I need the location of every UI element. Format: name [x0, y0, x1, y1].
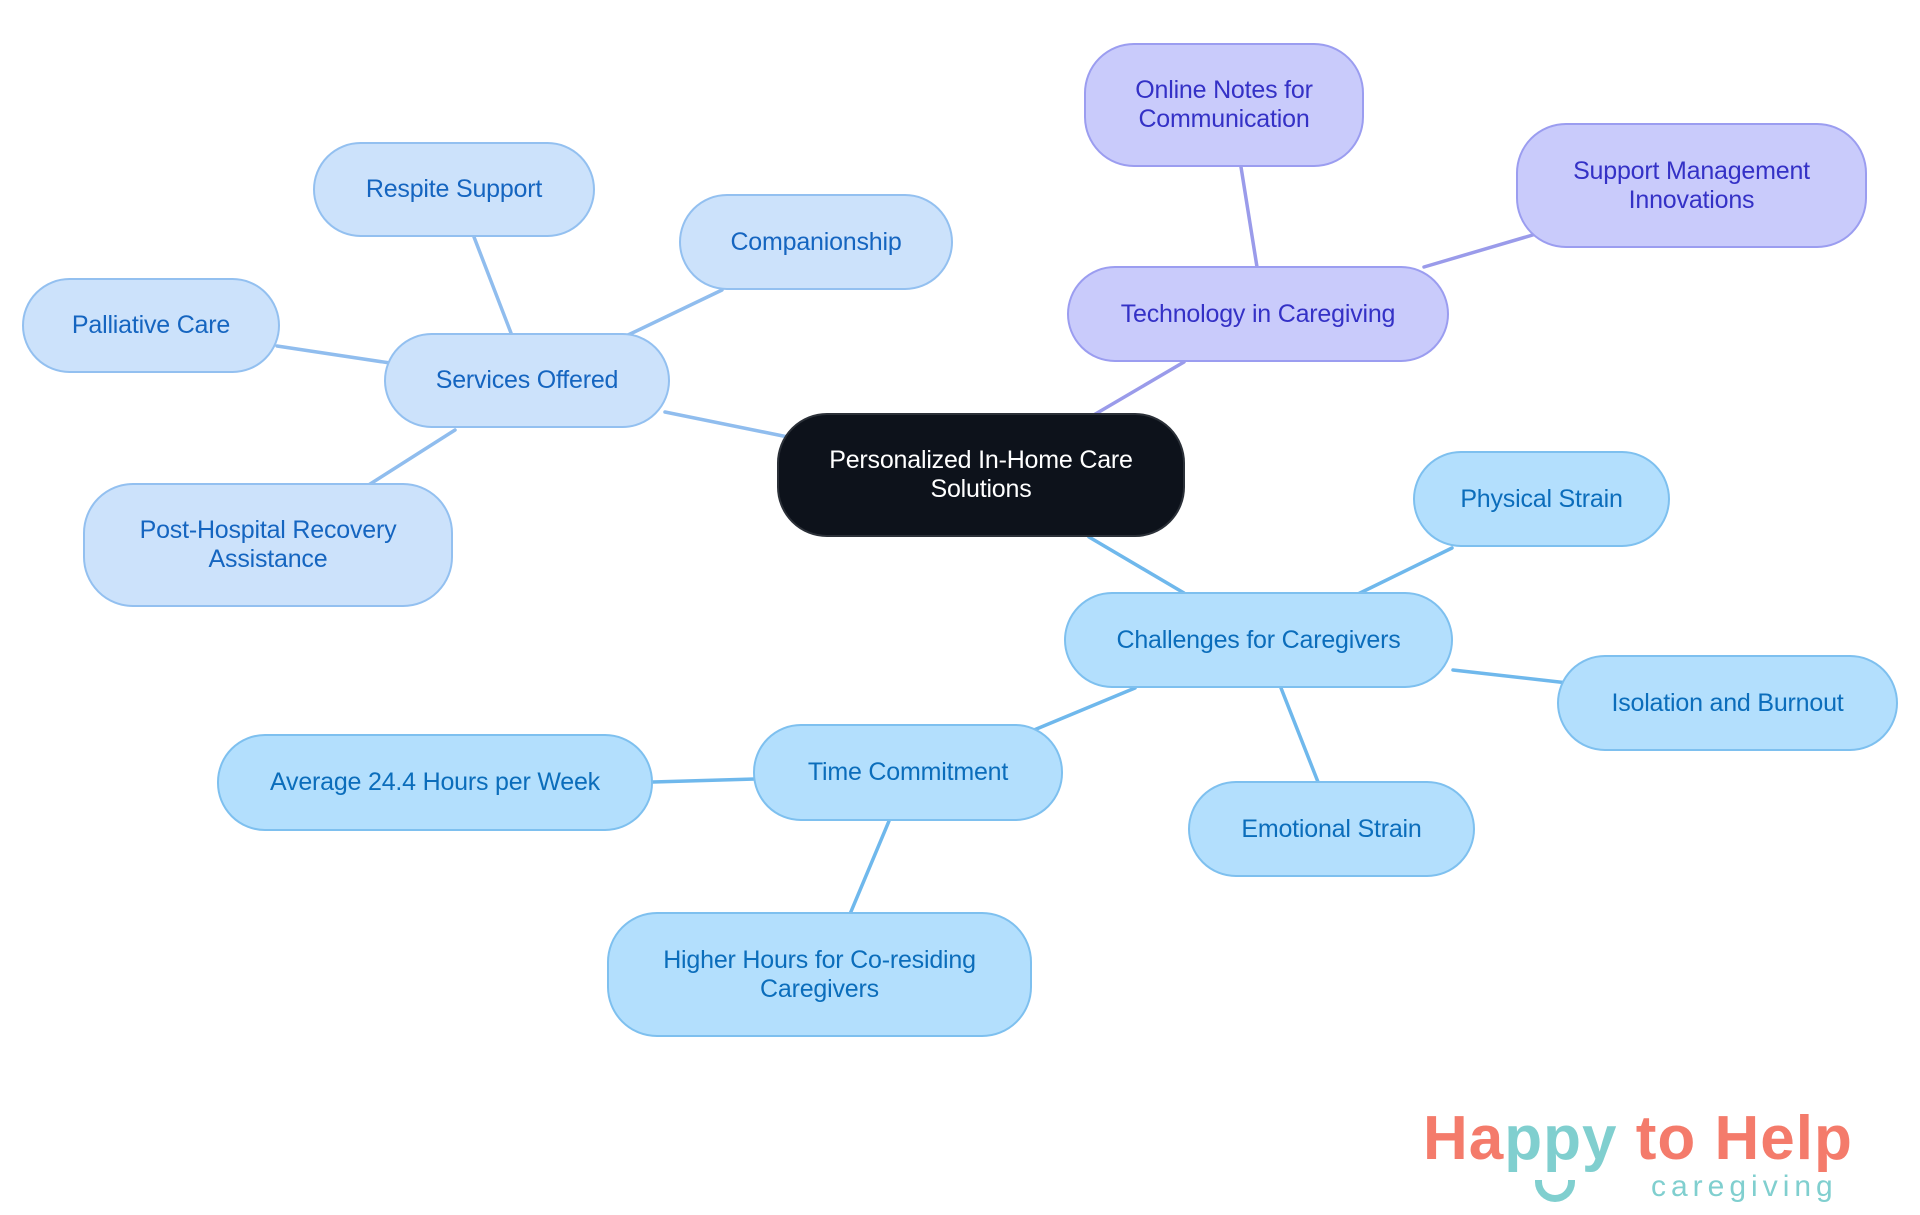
edge-services-respite: [472, 235, 513, 335]
logo-text-ppy: ppy: [1504, 1104, 1618, 1173]
edge-root-challenges: [1087, 535, 1186, 595]
node-emotional-strain[interactable]: Emotional Strain: [1188, 781, 1475, 877]
root-label-line2: Solutions: [930, 475, 1032, 503]
node-label-line2: Caregivers: [760, 974, 879, 1003]
edge-technology-online_notes: [1239, 165, 1259, 269]
edge-challenges-physical: [1356, 546, 1454, 596]
node-technology-in-caregiving[interactable]: Technology in Caregiving: [1067, 266, 1449, 362]
edge-technology-support_mgmt: [1422, 232, 1538, 269]
node-label: Emotional Strain: [1241, 814, 1422, 843]
node-label: Respite Support: [365, 175, 543, 203]
node-label-line1: Support Management: [1573, 156, 1810, 185]
edge-services-post_hospital: [365, 428, 457, 488]
node-challenges-for-caregivers[interactable]: Challenges for Caregivers: [1064, 592, 1453, 688]
edge-challenges-time: [1032, 686, 1137, 732]
smile-icon: [1535, 1180, 1575, 1202]
node-label: Time Commitment: [807, 758, 1009, 786]
edge-root-technology: [1090, 360, 1186, 418]
node-label: Services Offered: [435, 366, 619, 394]
node-average-hours[interactable]: Average 24.4 Hours per Week: [217, 734, 653, 831]
node-label: Physical Strain: [1460, 484, 1623, 513]
node-label: Challenges for Caregivers: [1116, 625, 1401, 654]
node-companionship[interactable]: Companionship: [679, 194, 953, 290]
node-label: Technology in Caregiving: [1120, 299, 1396, 328]
node-palliative-care[interactable]: Palliative Care: [22, 278, 280, 373]
node-label: Isolation and Burnout: [1611, 688, 1844, 717]
edge-challenges-emotional: [1279, 686, 1320, 784]
edge-time-higher: [848, 819, 891, 916]
node-isolation-burnout[interactable]: Isolation and Burnout: [1557, 655, 1898, 751]
edge-time-average: [651, 777, 757, 784]
node-label: Average 24.4 Hours per Week: [270, 768, 600, 796]
node-label: Palliative Care: [71, 311, 231, 339]
node-time-commitment[interactable]: Time Commitment: [753, 724, 1063, 821]
node-physical-strain[interactable]: Physical Strain: [1413, 451, 1670, 547]
node-label-line1: Post-Hospital Recovery: [139, 516, 397, 544]
node-label-line2: Communication: [1138, 105, 1310, 133]
node-label: Companionship: [730, 227, 902, 256]
happy-to-help-logo: Happy to Help caregiving: [1423, 1108, 1883, 1208]
edge-services-companionship: [626, 288, 724, 337]
node-label-line2: Assistance: [208, 545, 328, 573]
node-label-line1: Higher Hours for Co-residing: [663, 945, 976, 974]
node-post-hospital-recovery[interactable]: Post-Hospital Recovery Assistance: [83, 483, 453, 607]
logo-text-ha: Ha: [1423, 1104, 1505, 1173]
node-online-notes[interactable]: Online Notes for Communication: [1084, 43, 1364, 167]
logo-wordmark: Happy to Help: [1423, 1108, 1853, 1170]
node-respite-support[interactable]: Respite Support: [313, 142, 595, 237]
logo-subtitle: caregiving: [1651, 1170, 1838, 1203]
logo-text-to-help: to Help: [1617, 1104, 1853, 1173]
node-higher-hours[interactable]: Higher Hours for Co-residing Caregivers: [607, 912, 1032, 1037]
node-label-line2: Innovations: [1628, 185, 1755, 214]
node-label-line1: Online Notes for: [1135, 76, 1313, 104]
node-support-management[interactable]: Support Management Innovations: [1516, 123, 1867, 248]
edge-services-root: [663, 410, 790, 439]
edge-services-palliative: [275, 344, 392, 365]
root-node[interactable]: Personalized In-Home Care Solutions: [777, 413, 1185, 537]
edge-challenges-isolation: [1451, 668, 1570, 685]
node-services-offered[interactable]: Services Offered: [384, 333, 670, 428]
root-label-line1: Personalized In-Home Care: [829, 446, 1133, 474]
